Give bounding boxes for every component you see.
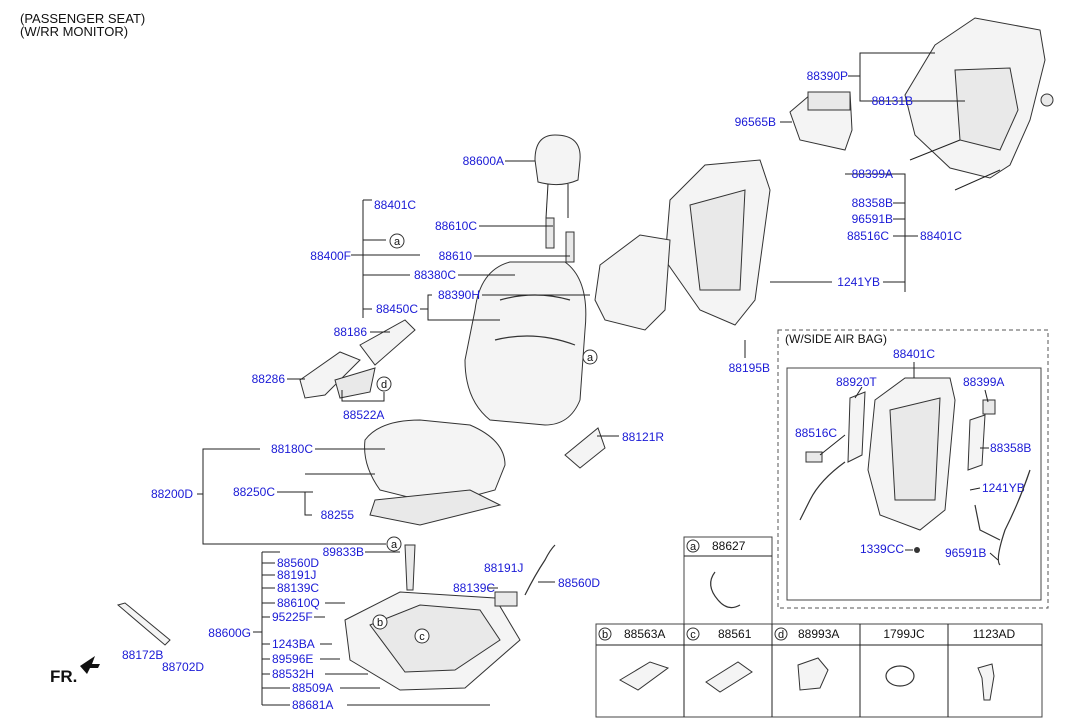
table-code-88993A: 88993A [798,627,839,641]
table-code-1123AD: 1123AD [973,627,1016,641]
bolt-1123AD-drawing [977,663,995,701]
circle-refs: a a d a b c [372,233,598,644]
table-top-code: 88627 [712,539,746,553]
trim-strip-drawing [116,602,171,646]
label-88139C-right: 88139C [453,581,495,595]
label-88532H: 88532H [272,667,314,681]
label-95225F: 95225F [272,610,313,624]
ref-circle-d: d [381,379,387,391]
seat-back-cover-drawing [464,261,587,426]
seat-track-drawing [344,544,521,691]
front-marker-label: FR. [50,667,78,686]
ref-circle-c: c [419,631,425,643]
ref-circle-a-1: a [394,236,401,248]
table-top-letter: a [690,541,697,553]
label-88180C: 88180C [271,442,313,456]
label-88200D: 88200D [151,487,193,501]
airbag-label-88516C: 88516C [795,426,837,440]
label-88380C: 88380C [414,268,456,282]
seat-back-frame-drawing [664,159,771,326]
label-88191J-left: 88191J [277,568,316,582]
label-88560D-right: 88560D [558,576,600,590]
table-letter-c: c [690,629,696,641]
label-96565B: 96565B [735,115,776,129]
label-88702D: 88702D [162,660,204,674]
airbag-label-88920T: 88920T [836,375,877,389]
label-88401C-left: 88401C [374,198,416,212]
ref-circle-a-3: a [391,539,398,551]
airbag-label-96591B: 96591B [945,546,986,560]
clamp-1799JC-drawing [885,665,915,687]
label-88195B: 88195B [729,361,770,375]
airbag-label-1339CC: 1339CC [860,542,904,556]
label-1241YB: 1241YB [837,275,880,289]
airbag-label-1241YB: 1241YB [982,481,1025,495]
airbag-module-drawing [847,391,866,463]
seat-back-shell-drawing [904,17,1054,191]
side-airbag-inset: (W/SIDE AIR BAG) 88401C 88920T 88399A 88… [777,329,1049,609]
table-letter-b: b [602,629,608,641]
label-88560D-left: 88560D [277,556,319,570]
label-88255: 88255 [321,508,355,522]
airbag-box-title: (W/SIDE AIR BAG) [785,332,887,346]
airbag-label-88401C: 88401C [893,347,935,361]
label-88139C-left: 88139C [277,581,319,595]
callout-labels: 88390P 88131B 96565B 88600A 88399A 88358… [122,69,962,712]
front-arrow-icon [80,656,100,674]
seat-cushion-drawing [364,419,506,526]
table-letter-d: d [778,629,784,641]
leader-lines [197,52,965,706]
label-88516C: 88516C [847,229,889,243]
label-88390H: 88390H [438,288,480,302]
clip-88561-drawing [705,661,753,693]
ref-circle-b: b [377,617,383,629]
label-89833B: 89833B [323,545,364,559]
side-shield-drawing [564,427,606,469]
label-88450C: 88450C [376,302,418,316]
clip-88993A-drawing [797,657,829,691]
diagram-title-line2: (W/RR MONITOR) [20,24,129,39]
parts-table: a 88627 b 88563A c 88561 d 88993A 1799JC… [595,536,1043,718]
label-89596E: 89596E [272,652,313,666]
label-88610C: 88610C [435,219,477,233]
label-88172B: 88172B [122,648,163,662]
label-88399A: 88399A [852,167,893,181]
clip-88563A-drawing [619,661,670,691]
label-88600G: 88600G [208,626,251,640]
harness-coil-drawing [494,544,556,607]
label-88509A: 88509A [292,681,333,695]
monitor-bracket-drawing [789,91,853,151]
label-88400F: 88400F [310,249,351,263]
label-88358B: 88358B [852,196,893,210]
label-88600A: 88600A [463,154,504,168]
label-88250C: 88250C [233,485,275,499]
headrest-guide-drawing [545,217,575,263]
label-88191J-right: 88191J [484,561,523,575]
label-1243BA: 1243BA [272,637,315,651]
side-panel-drawing [299,319,416,399]
table-code-1799JC: 1799JC [883,627,925,641]
label-88610Q: 88610Q [277,596,320,610]
headrest-drawing [534,134,581,219]
diagram-title-line1: (PASSENGER SEAT) [20,11,146,26]
label-88401C-right: 88401C [920,229,962,243]
clip-88627-drawing [710,571,741,609]
label-88186: 88186 [334,325,368,339]
ref-circle-a-2: a [587,352,594,364]
label-88390P: 88390P [807,69,848,83]
label-96591B: 96591B [852,212,893,226]
airbag-label-88399A: 88399A [963,375,1004,389]
seat-back-pad-drawing [594,234,671,331]
label-88131B: 88131B [872,94,913,108]
label-88681A: 88681A [292,698,333,712]
table-code-88561: 88561 [718,627,752,641]
label-88286: 88286 [252,372,286,386]
label-88121R: 88121R [622,430,664,444]
airbag-label-88358B: 88358B [990,441,1031,455]
label-88610: 88610 [439,249,473,263]
label-88522A: 88522A [343,408,384,422]
table-code-88563A: 88563A [624,627,665,641]
